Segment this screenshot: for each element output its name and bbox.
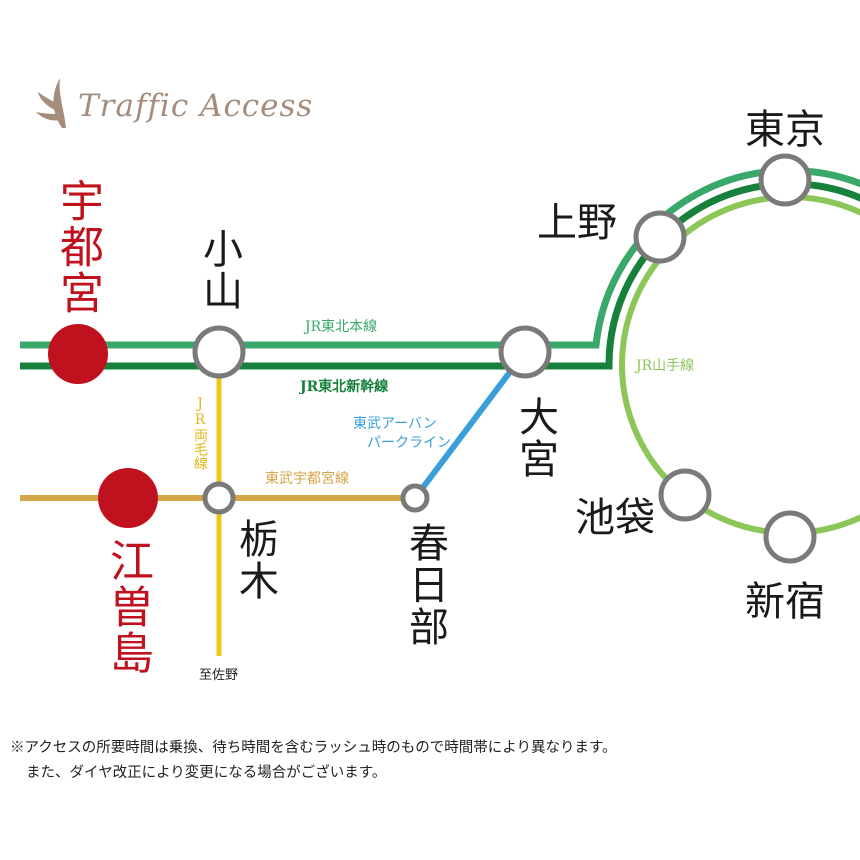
note-line-1: ※アクセスの所要時間は乗換、待ち時間を含むラッシュ時のもので時間帯により異なりま…	[10, 740, 617, 756]
station-esojima-marker[interactable]	[98, 468, 158, 528]
station-label-ueno: 上野	[537, 200, 617, 246]
line-tohoku-shinkansen	[20, 180, 860, 370]
station-utsunomiya-marker[interactable]	[48, 324, 108, 384]
station-tokyo-marker[interactable]	[758, 153, 812, 207]
leaf-flourish-icon	[36, 78, 66, 128]
line-label-ryomo: JR両毛線	[192, 396, 208, 470]
station-ikebukuro-marker[interactable]	[658, 468, 712, 522]
line-label-yamanote: JR山手線	[636, 358, 695, 374]
station-label-tochigi: 栃木	[232, 518, 278, 602]
line-label-tohoku-shinkansen: JR東北新幹線	[300, 379, 389, 395]
station-label-omiya: 大宮	[512, 396, 558, 480]
station-label-kasukabe: 春日部	[402, 522, 448, 648]
line-label-tobu-urban-park-1: 東武アーバン	[353, 416, 437, 432]
page-title: Traffic Access	[78, 88, 314, 124]
line-label-tohoku-main: JR東北本線	[305, 319, 378, 335]
station-label-utsunomiya: 宇都宮	[52, 178, 103, 316]
line-tohoku-main	[20, 166, 860, 349]
station-label-tokyo: 東京	[745, 107, 825, 153]
station-tochigi-marker[interactable]	[202, 481, 236, 515]
line-label-tobu-urban-park-2: パークライン	[367, 435, 451, 451]
direction-label-sano: 至佐野	[199, 668, 239, 683]
station-shinjuku-marker[interactable]	[763, 510, 817, 564]
station-label-oyama: 小山	[196, 228, 242, 312]
station-label-ikebukuro: 池袋	[575, 495, 655, 541]
note-line-2: また、ダイヤ改正により変更になる場合がございます。	[26, 765, 387, 781]
station-omiya-marker[interactable]	[498, 325, 552, 379]
line-tobu-urban-park	[412, 350, 528, 500]
station-kasukabe-marker[interactable]	[400, 483, 430, 513]
station-oyama-marker[interactable]	[192, 325, 246, 379]
station-label-esojima: 江曽島	[102, 538, 153, 676]
station-label-shinjuku: 新宿	[745, 579, 825, 625]
station-ueno-marker[interactable]	[633, 210, 687, 264]
line-label-tobu-utsunomiya: 東武宇都宮線	[265, 471, 349, 487]
